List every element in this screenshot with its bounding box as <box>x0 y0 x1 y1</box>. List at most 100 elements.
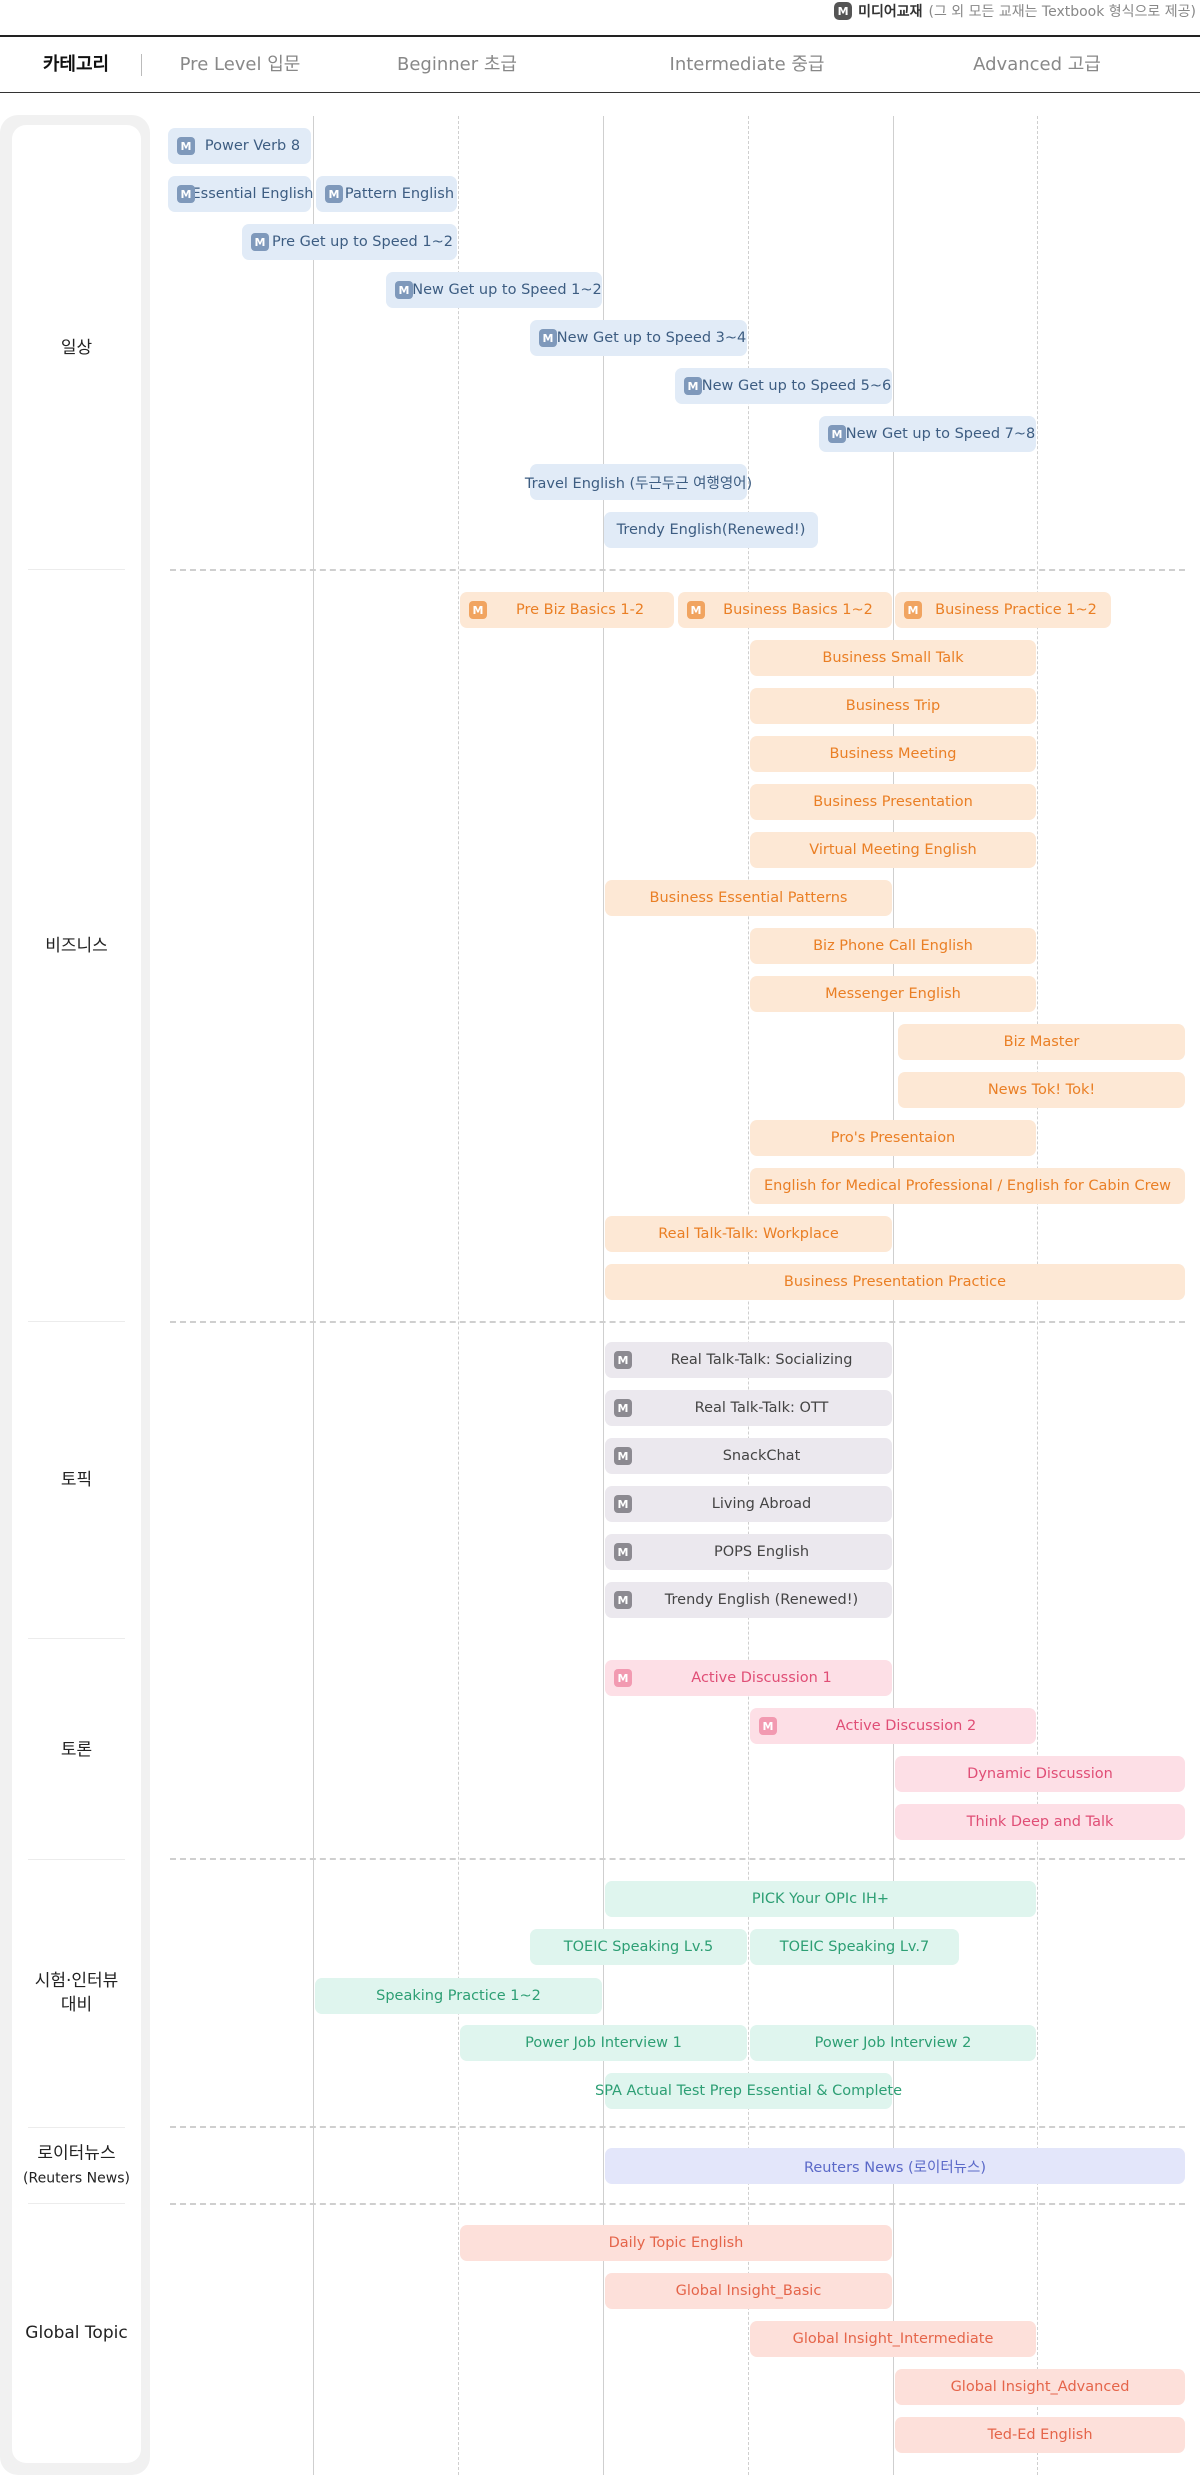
legend-label: 미디어교재 <box>858 4 923 20</box>
course-power-job-interview-1[interactable]: Power Job Interview 1 <box>460 2025 747 2061</box>
course-business-meeting[interactable]: Business Meeting <box>750 736 1036 772</box>
course-trendy-english-renewed[interactable]: Trendy English(Renewed!) <box>604 512 818 548</box>
media-badge-icon: M <box>325 185 343 203</box>
legend-note: (그 외 모든 교재는 Textbook 형식으로 제공) <box>928 4 1196 20</box>
category-divider <box>28 569 125 570</box>
category-column-inner <box>12 125 141 2463</box>
section-divider <box>170 2126 1185 2128</box>
category-reuters: 로이터뉴스(Reuters News) <box>23 2143 130 2187</box>
course-biz-master[interactable]: Biz Master <box>898 1024 1185 1060</box>
course-business-presentation-practice[interactable]: Business Presentation Practice <box>605 1264 1185 1300</box>
grid-line-level <box>603 116 604 2475</box>
course-toeic-speaking-lv5[interactable]: TOEIC Speaking Lv.5 <box>530 1929 747 1965</box>
media-badge-icon: M <box>614 1669 632 1687</box>
category-divider <box>28 2127 125 2128</box>
media-badge-icon: M <box>614 1447 632 1465</box>
media-badge-icon: M <box>828 425 846 443</box>
course-spa-actual-test-prep[interactable]: SPA Actual Test Prep Essential & Complet… <box>595 2073 902 2109</box>
course-real-talk-workplace[interactable]: Real Talk-Talk: Workplace <box>605 1216 892 1252</box>
category-exam: 시험·인터뷰 대비 <box>34 1971 119 2015</box>
header-category: 카테고리 <box>42 54 110 75</box>
course-global-insight-intermediate[interactable]: Global Insight_Intermediate <box>750 2321 1036 2357</box>
section-divider <box>170 569 1185 571</box>
section-divider <box>170 1858 1185 1860</box>
category-divider <box>28 2203 125 2204</box>
category-topic: 토픽 <box>60 1470 93 1490</box>
media-badge-icon: M <box>469 601 487 619</box>
media-badge-icon: M <box>684 377 702 395</box>
media-legend: M 미디어교재 (그 외 모든 교재는 Textbook 형식으로 제공) <box>834 0 1196 22</box>
media-badge-icon: M <box>614 1399 632 1417</box>
course-virtual-meeting-english[interactable]: Virtual Meeting English <box>750 832 1036 868</box>
course-daily-topic-english[interactable]: Daily Topic English <box>460 2225 892 2261</box>
course-messenger-english[interactable]: Messenger English <box>750 976 1036 1012</box>
course-global-insight-advanced[interactable]: Global Insight_Advanced <box>895 2369 1185 2405</box>
grid-line-level <box>313 116 314 2475</box>
course-travel-english[interactable]: Travel English (두근두근 여행영어) <box>525 464 752 500</box>
category-divider <box>28 1321 125 1322</box>
media-badge-icon: M <box>834 2 853 20</box>
course-ted-ed-english[interactable]: Ted-Ed English <box>895 2417 1185 2453</box>
media-badge-icon: M <box>904 601 922 619</box>
course-medical-cabin-crew[interactable]: English for Medical Professional / Engli… <box>750 1168 1185 1204</box>
course-news-tok-tok[interactable]: News Tok! Tok! <box>898 1072 1185 1108</box>
category-global-topic: Global Topic <box>25 2323 128 2343</box>
media-badge-icon: M <box>687 601 705 619</box>
header-level-intermediate: Intermediate 중급 <box>669 54 825 75</box>
media-badge-icon: M <box>177 185 195 203</box>
course-speaking-practice[interactable]: Speaking Practice 1~2 <box>315 1978 602 2014</box>
media-badge-icon: M <box>614 1591 632 1609</box>
header-divider <box>141 54 142 76</box>
course-biz-phone-call-english[interactable]: Biz Phone Call English <box>750 928 1036 964</box>
course-global-insight-basic[interactable]: Global Insight_Basic <box>605 2273 892 2309</box>
course-pick-your-opic[interactable]: PICK Your OPIc IH+ <box>605 1881 1036 1917</box>
header-level-advanced: Advanced 고급 <box>973 54 1101 75</box>
header-level-beginner: Beginner 초급 <box>397 54 517 75</box>
category-discussion: 토론 <box>60 1740 93 1760</box>
media-badge-icon: M <box>614 1543 632 1561</box>
media-badge-icon: M <box>759 1717 777 1735</box>
course-business-presentation[interactable]: Business Presentation <box>750 784 1036 820</box>
category-daily: 일상 <box>60 338 93 358</box>
course-reuters-news[interactable]: Reuters News (로이터뉴스) <box>605 2148 1185 2184</box>
course-power-job-interview-2[interactable]: Power Job Interview 2 <box>750 2025 1036 2061</box>
section-divider <box>170 2203 1185 2205</box>
section-divider <box>170 1321 1185 1323</box>
media-badge-icon: M <box>539 329 557 347</box>
level-header: 카테고리 Pre Level 입문 Beginner 초급 Intermedia… <box>0 35 1200 93</box>
category-divider <box>28 1638 125 1639</box>
media-badge-icon: M <box>614 1495 632 1513</box>
course-dynamic-discussion[interactable]: Dynamic Discussion <box>895 1756 1185 1792</box>
course-toeic-speaking-lv7[interactable]: TOEIC Speaking Lv.7 <box>750 1929 959 1965</box>
course-business-small-talk[interactable]: Business Small Talk <box>750 640 1036 676</box>
course-business-trip[interactable]: Business Trip <box>750 688 1036 724</box>
course-business-essential-patterns[interactable]: Business Essential Patterns <box>605 880 892 916</box>
media-badge-icon: M <box>395 281 413 299</box>
category-divider <box>28 1859 125 1860</box>
media-badge-icon: M <box>614 1351 632 1369</box>
media-badge-icon: M <box>177 137 195 155</box>
category-business: 비즈니스 <box>45 936 108 956</box>
media-badge-icon: M <box>251 233 269 251</box>
course-pros-presentation[interactable]: Pro's Presentaion <box>750 1120 1036 1156</box>
course-think-deep-and-talk[interactable]: Think Deep and Talk <box>895 1804 1185 1840</box>
